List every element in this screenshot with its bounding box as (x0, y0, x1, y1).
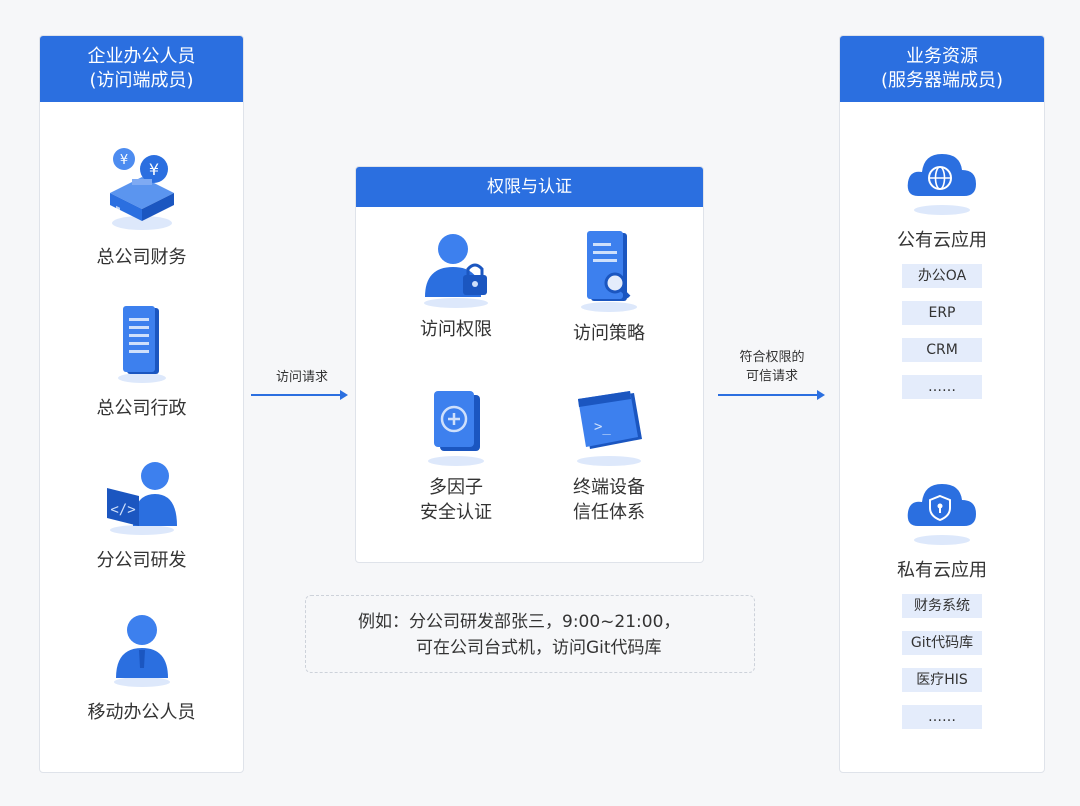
svg-text:¥: ¥ (148, 160, 158, 179)
arrow-head-icon (817, 390, 825, 400)
example-line2: 可在公司台式机，访问Git代码库 (416, 638, 662, 658)
tag-git-repo: Git代码库 (902, 631, 982, 655)
terminal-icon: >_ (577, 391, 642, 466)
trusted-request-line1: 符合权限的 (739, 350, 805, 365)
cell-label: 访问策略 (573, 323, 645, 344)
client-panel-title: 企业办公人员 (87, 46, 196, 67)
public-cloud-group: 公有云应用 办公OA ERP CRM …… (840, 138, 1044, 412)
policy-search-icon (581, 231, 637, 312)
tag-oa: 办公OA (902, 264, 982, 288)
node-label: 分公司研发 (96, 550, 187, 571)
cell-mfa: 多因子 安全认证 (371, 387, 541, 525)
cell-label-line2: 信任体系 (573, 502, 645, 523)
cell-access-policy: 访问策略 (524, 229, 694, 346)
tag-erp: ERP (902, 301, 982, 325)
auth-panel: 权限与认证 访问权限 访问策略 (355, 166, 704, 563)
tag-finance-system: 财务系统 (902, 594, 982, 618)
node-label: 移动办公人员 (87, 702, 196, 723)
trusted-request-label: 符合权限的 可信请求 (722, 348, 822, 386)
tag-his: 医疗HIS (902, 668, 982, 692)
node-hq-finance: ¥ ¥ 总公司财务 (40, 141, 243, 269)
cell-label: 访问权限 (420, 319, 492, 340)
private-cloud-tags: 财务系统 Git代码库 医疗HIS …… (840, 594, 1044, 729)
auth-panel-header: 权限与认证 (356, 167, 703, 207)
user-lock-icon (424, 234, 488, 308)
private-cloud-icon (907, 484, 976, 545)
mobile-user-icon (113, 615, 170, 687)
node-hq-admin: 总公司行政 (40, 304, 243, 420)
public-cloud-label: 公有云应用 (897, 230, 987, 251)
client-members-panel: 企业办公人员 (访问端成员) ¥ ¥ 总公司财务 总公司行政 (39, 35, 244, 773)
client-panel-header: 企业办公人员 (访问端成员) (40, 36, 243, 102)
trusted-request-arrow (718, 394, 818, 396)
finance-server-icon: ¥ ¥ (109, 148, 174, 230)
cell-label-line1: 终端设备 (573, 477, 645, 498)
access-request-label: 访问请求 (275, 370, 328, 385)
arrow-head-icon (340, 390, 348, 400)
cell-label-line1: 多因子 (429, 477, 483, 498)
public-cloud-icon (907, 154, 976, 215)
trusted-request-line2: 可信请求 (745, 369, 798, 384)
document-icon (117, 306, 166, 383)
private-cloud-label: 私有云应用 (897, 560, 987, 581)
cell-access-permission: 访问权限 (371, 229, 541, 342)
server-members-panel: 业务资源 (服务器端成员) 公有云应用 办公OA ERP CRM …… 私有云应… (839, 35, 1045, 773)
tag-more: …… (902, 705, 982, 729)
private-cloud-group: 私有云应用 财务系统 Git代码库 医疗HIS …… (840, 468, 1044, 742)
svg-text:>_: >_ (594, 419, 611, 435)
server-panel-subtitle: (服务器端成员) (880, 70, 1004, 91)
developer-icon: </> (106, 462, 177, 535)
node-mobile-staff: 移动办公人员 (40, 608, 243, 724)
client-panel-subtitle: (访问端成员) (89, 70, 194, 91)
mfa-icon (428, 391, 484, 466)
cell-label: 多因子 安全认证 (371, 475, 541, 525)
node-label: 总公司财务 (96, 247, 187, 268)
example-note: 例如：分公司研发部张三，9:00~21:00， 可在公司台式机，访问Git代码库 (305, 595, 755, 673)
svg-text:¥: ¥ (119, 153, 127, 168)
cell-terminal-trust: >_ 终端设备 信任体系 (524, 387, 694, 525)
auth-panel-title: 权限与认证 (487, 177, 572, 197)
tag-more: …… (902, 375, 982, 399)
public-cloud-tags: 办公OA ERP CRM …… (840, 264, 1044, 399)
tag-crm: CRM (902, 338, 982, 362)
access-request-arrow (251, 394, 341, 396)
server-panel-title: 业务资源 (906, 46, 978, 67)
server-panel-header: 业务资源 (服务器端成员) (840, 36, 1044, 102)
svg-text:</>: </> (110, 502, 135, 518)
example-line1: 例如：分公司研发部张三，9:00~21:00， (358, 612, 681, 632)
node-label: 总公司行政 (96, 398, 187, 419)
cell-label: 终端设备 信任体系 (524, 475, 694, 525)
cell-label-line2: 安全认证 (420, 502, 492, 523)
node-branch-rnd: </> 分公司研发 (40, 456, 243, 572)
